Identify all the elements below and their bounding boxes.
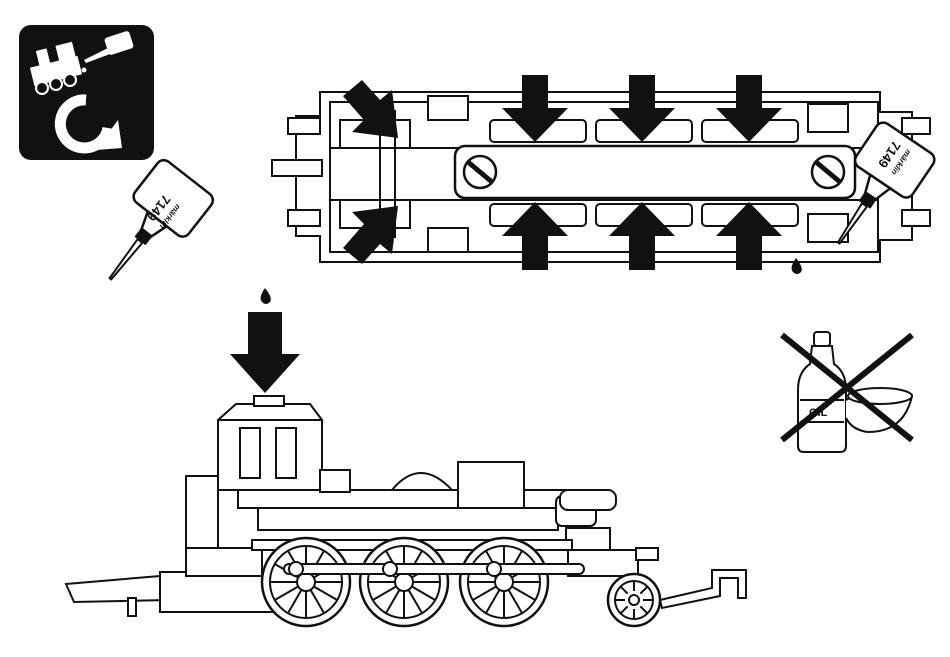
lubrication-arrow-chimney [230, 312, 300, 393]
oil-drop-left [261, 288, 271, 304]
maintenance-service-icon [19, 25, 154, 160]
oiler-bottle-left: 7149 märklin [84, 157, 271, 304]
no-oil-bottle-icon: OIL [782, 332, 912, 452]
chimney-cab [218, 404, 322, 490]
